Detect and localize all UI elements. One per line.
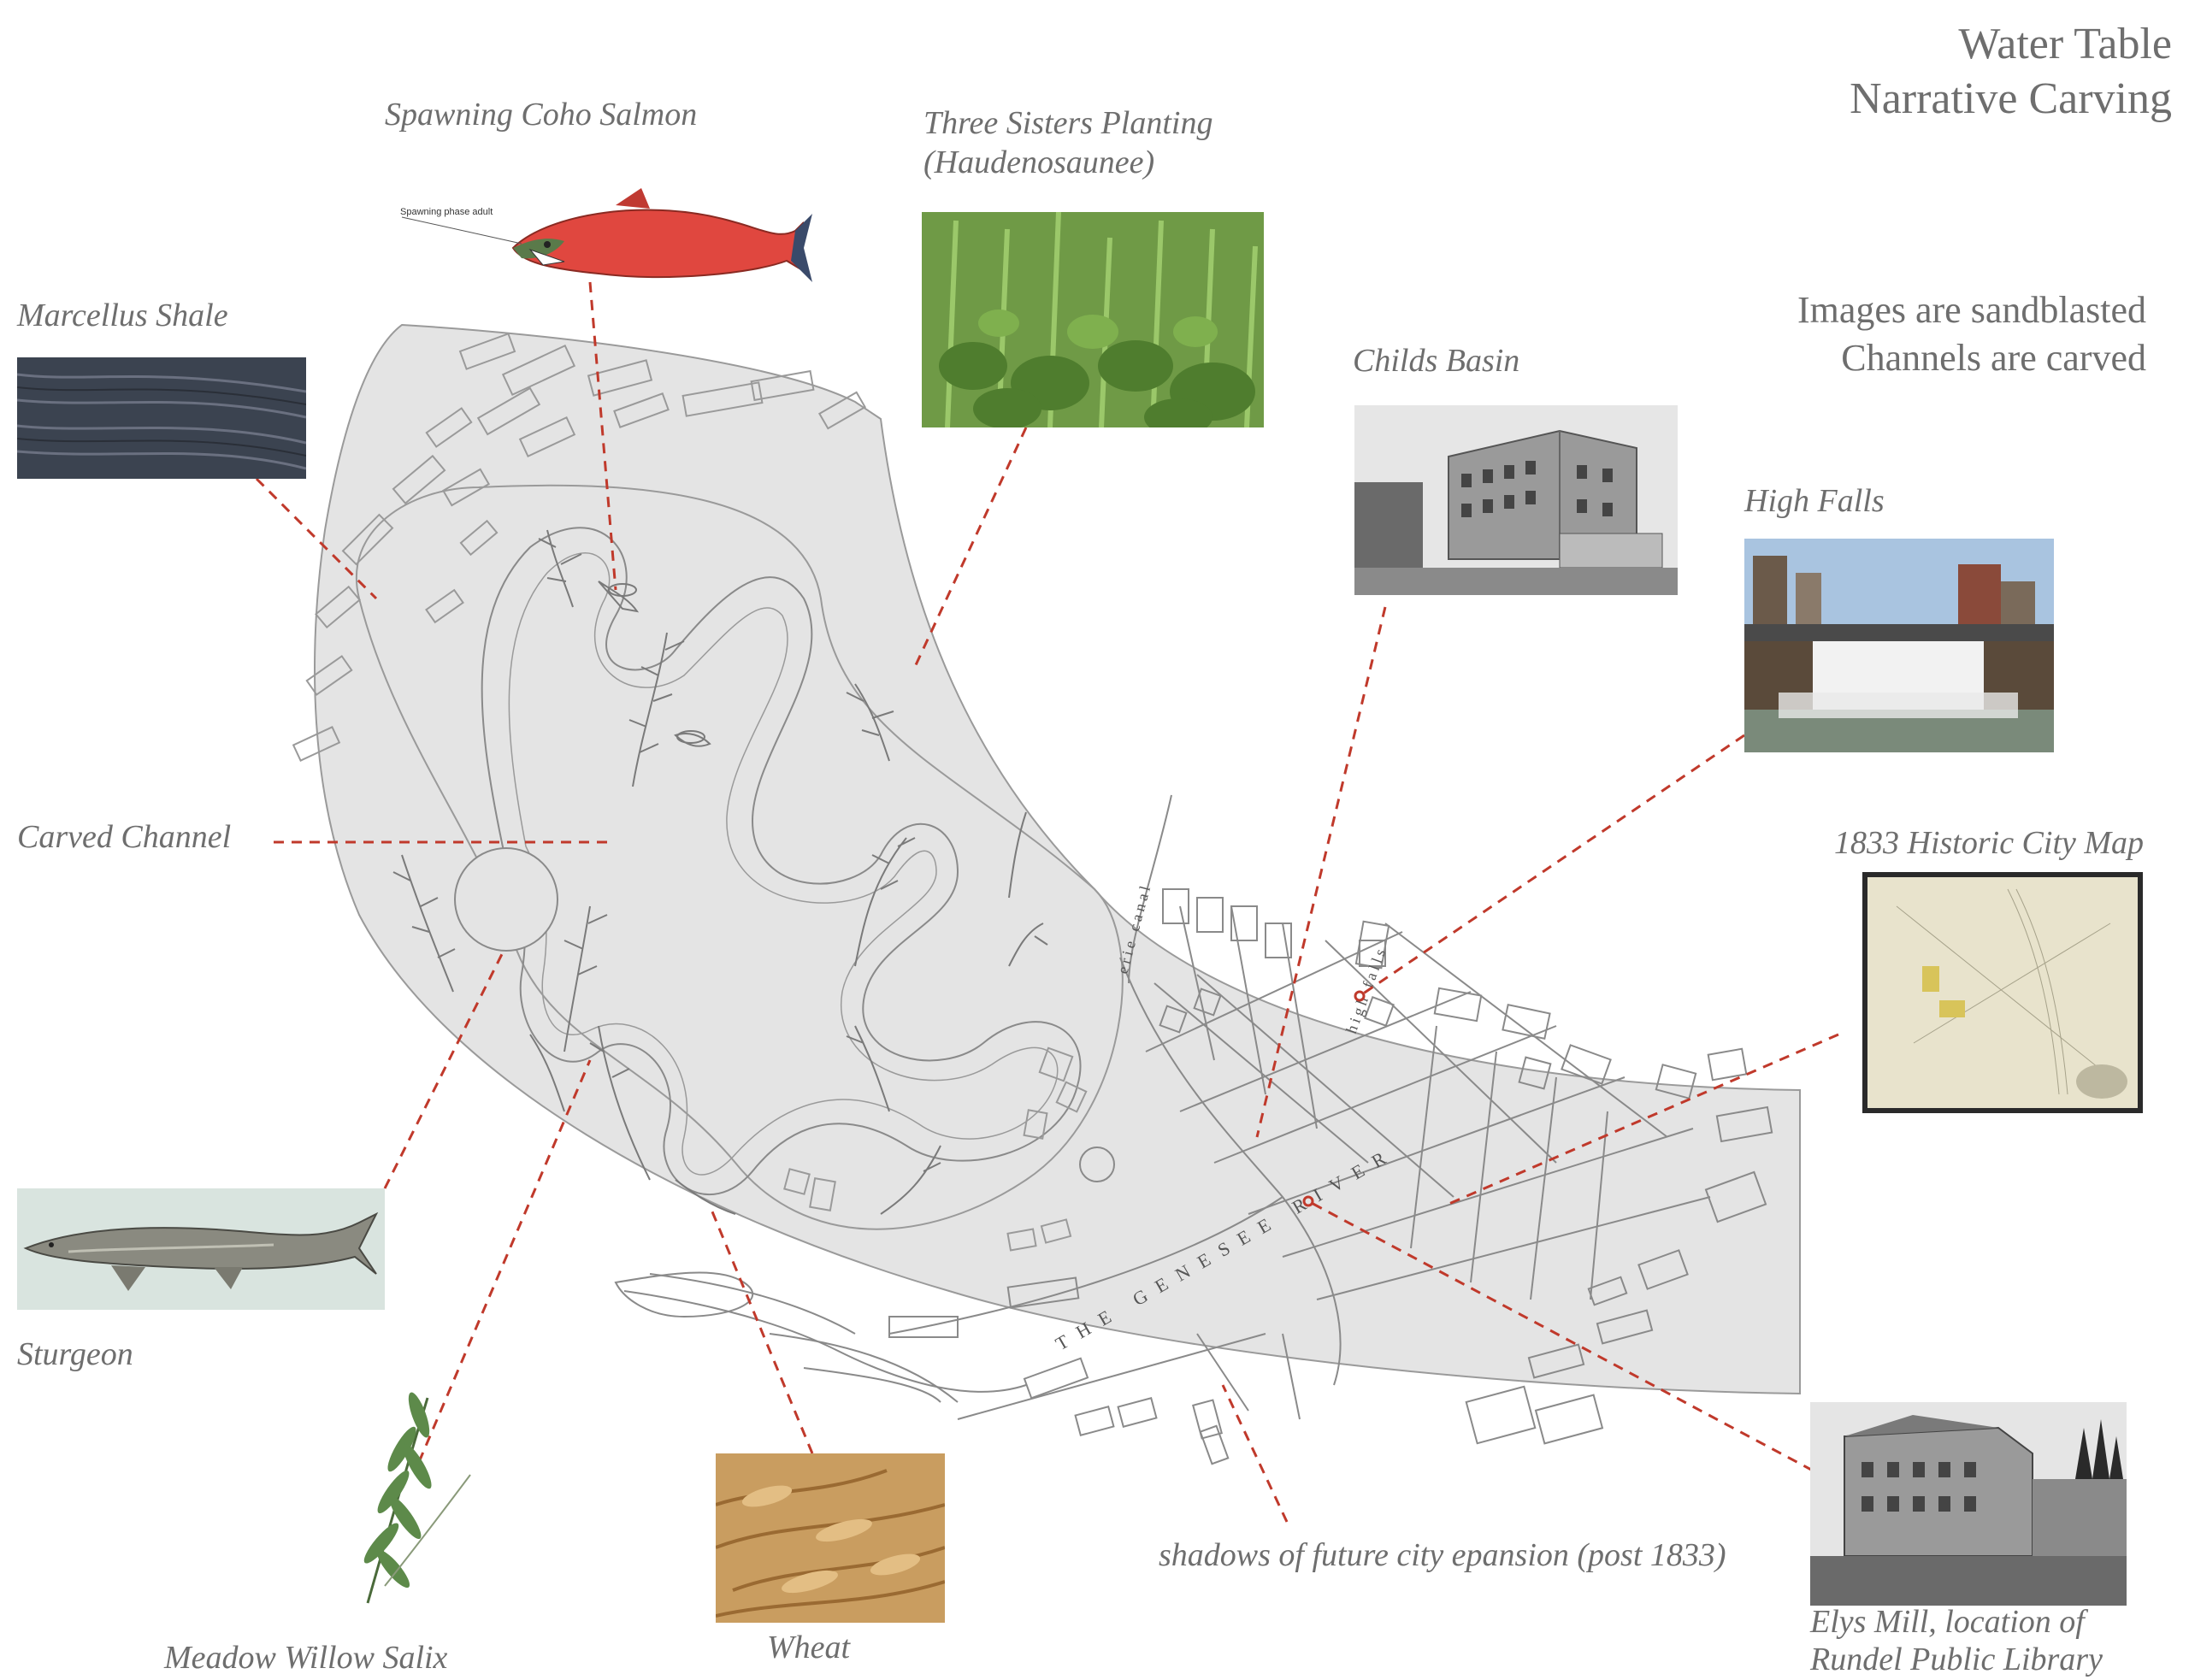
high-falls-marker: [1354, 990, 1366, 1002]
leader-sturgeon: [383, 948, 506, 1189]
label-marcellus: Marcellus Shale: [17, 298, 228, 333]
wheat-image: [716, 1453, 945, 1623]
childs-basin-image: [1354, 405, 1678, 595]
note-line-2: Channels are carved: [1841, 337, 2146, 379]
leader-willow: [417, 1059, 592, 1463]
label-elys-1: Elys Mill, location of: [1810, 1604, 2085, 1640]
leader-wheat: [708, 1205, 814, 1454]
coho-caption: Spawning phase adult: [400, 207, 493, 217]
leader-coho: [588, 281, 617, 591]
carved-basin-circle: [454, 847, 558, 952]
small-basin-circle: [1079, 1147, 1115, 1182]
leader-marcellus: [255, 477, 378, 600]
label-childs-basin: Childs Basin: [1353, 343, 1520, 379]
label-historic-map: 1833 Historic City Map: [1834, 825, 2145, 861]
label-shadows: shadows of future city epansion (post 18…: [1159, 1537, 1726, 1573]
label-three-sisters-1: Three Sisters Planting: [923, 105, 1213, 141]
carved-channel-inner: [508, 552, 1059, 1176]
leader-three-sisters: [913, 427, 1028, 668]
leader-lines: [255, 281, 1839, 1523]
carved-channel-meander: [481, 527, 1082, 1196]
city-grid: [623, 794, 1711, 1420]
three-sisters-image: [922, 212, 1264, 427]
label-high-falls: High Falls: [1744, 483, 1885, 519]
note-line-1: Images are sandblasted: [1797, 289, 2146, 331]
notes-block: Images are sandblasted Channels are carv…: [1797, 286, 2146, 382]
label-elys-2: Rundel Public Library: [1810, 1642, 2103, 1677]
sturgeon-image: [17, 1188, 385, 1310]
channel-boundary: [355, 484, 1124, 1230]
title-line-1: Water Table: [1958, 20, 2172, 68]
channel-blocks: [783, 1046, 1088, 1252]
city-blocks: [888, 888, 1773, 1465]
title-line-2: Narrative Carving: [1850, 74, 2172, 123]
high-falls-image: [1744, 539, 2054, 752]
marcellus-shale-image: [17, 357, 306, 479]
title-block: Water Table Narrative Carving: [1850, 17, 2172, 127]
leader-shadows: [1221, 1384, 1289, 1523]
label-willow: Meadow Willow Salix: [164, 1640, 448, 1676]
coho-salmon-image: Spawning phase adult: [393, 180, 812, 299]
shale-blocks: [292, 333, 867, 762]
label-three-sisters-2: (Haudenosaunee): [923, 144, 1155, 180]
label-coho: Spawning Coho Salmon: [385, 97, 698, 133]
etched-sketches: [392, 529, 1048, 1215]
historic-city-map-image: [1862, 872, 2143, 1113]
meadow-willow-image: [316, 1389, 487, 1607]
elys-mill-marker: [1302, 1195, 1314, 1207]
label-wheat: Wheat: [767, 1630, 851, 1665]
label-sturgeon: Sturgeon: [17, 1336, 133, 1372]
elys-mill-image: [1810, 1402, 2127, 1606]
leader-childs-basin: [1255, 606, 1387, 1138]
leader-high-falls: [1359, 734, 1745, 998]
label-carved-channel: Carved Channel: [17, 819, 232, 855]
leader-elys-mill: [1307, 1200, 1814, 1472]
